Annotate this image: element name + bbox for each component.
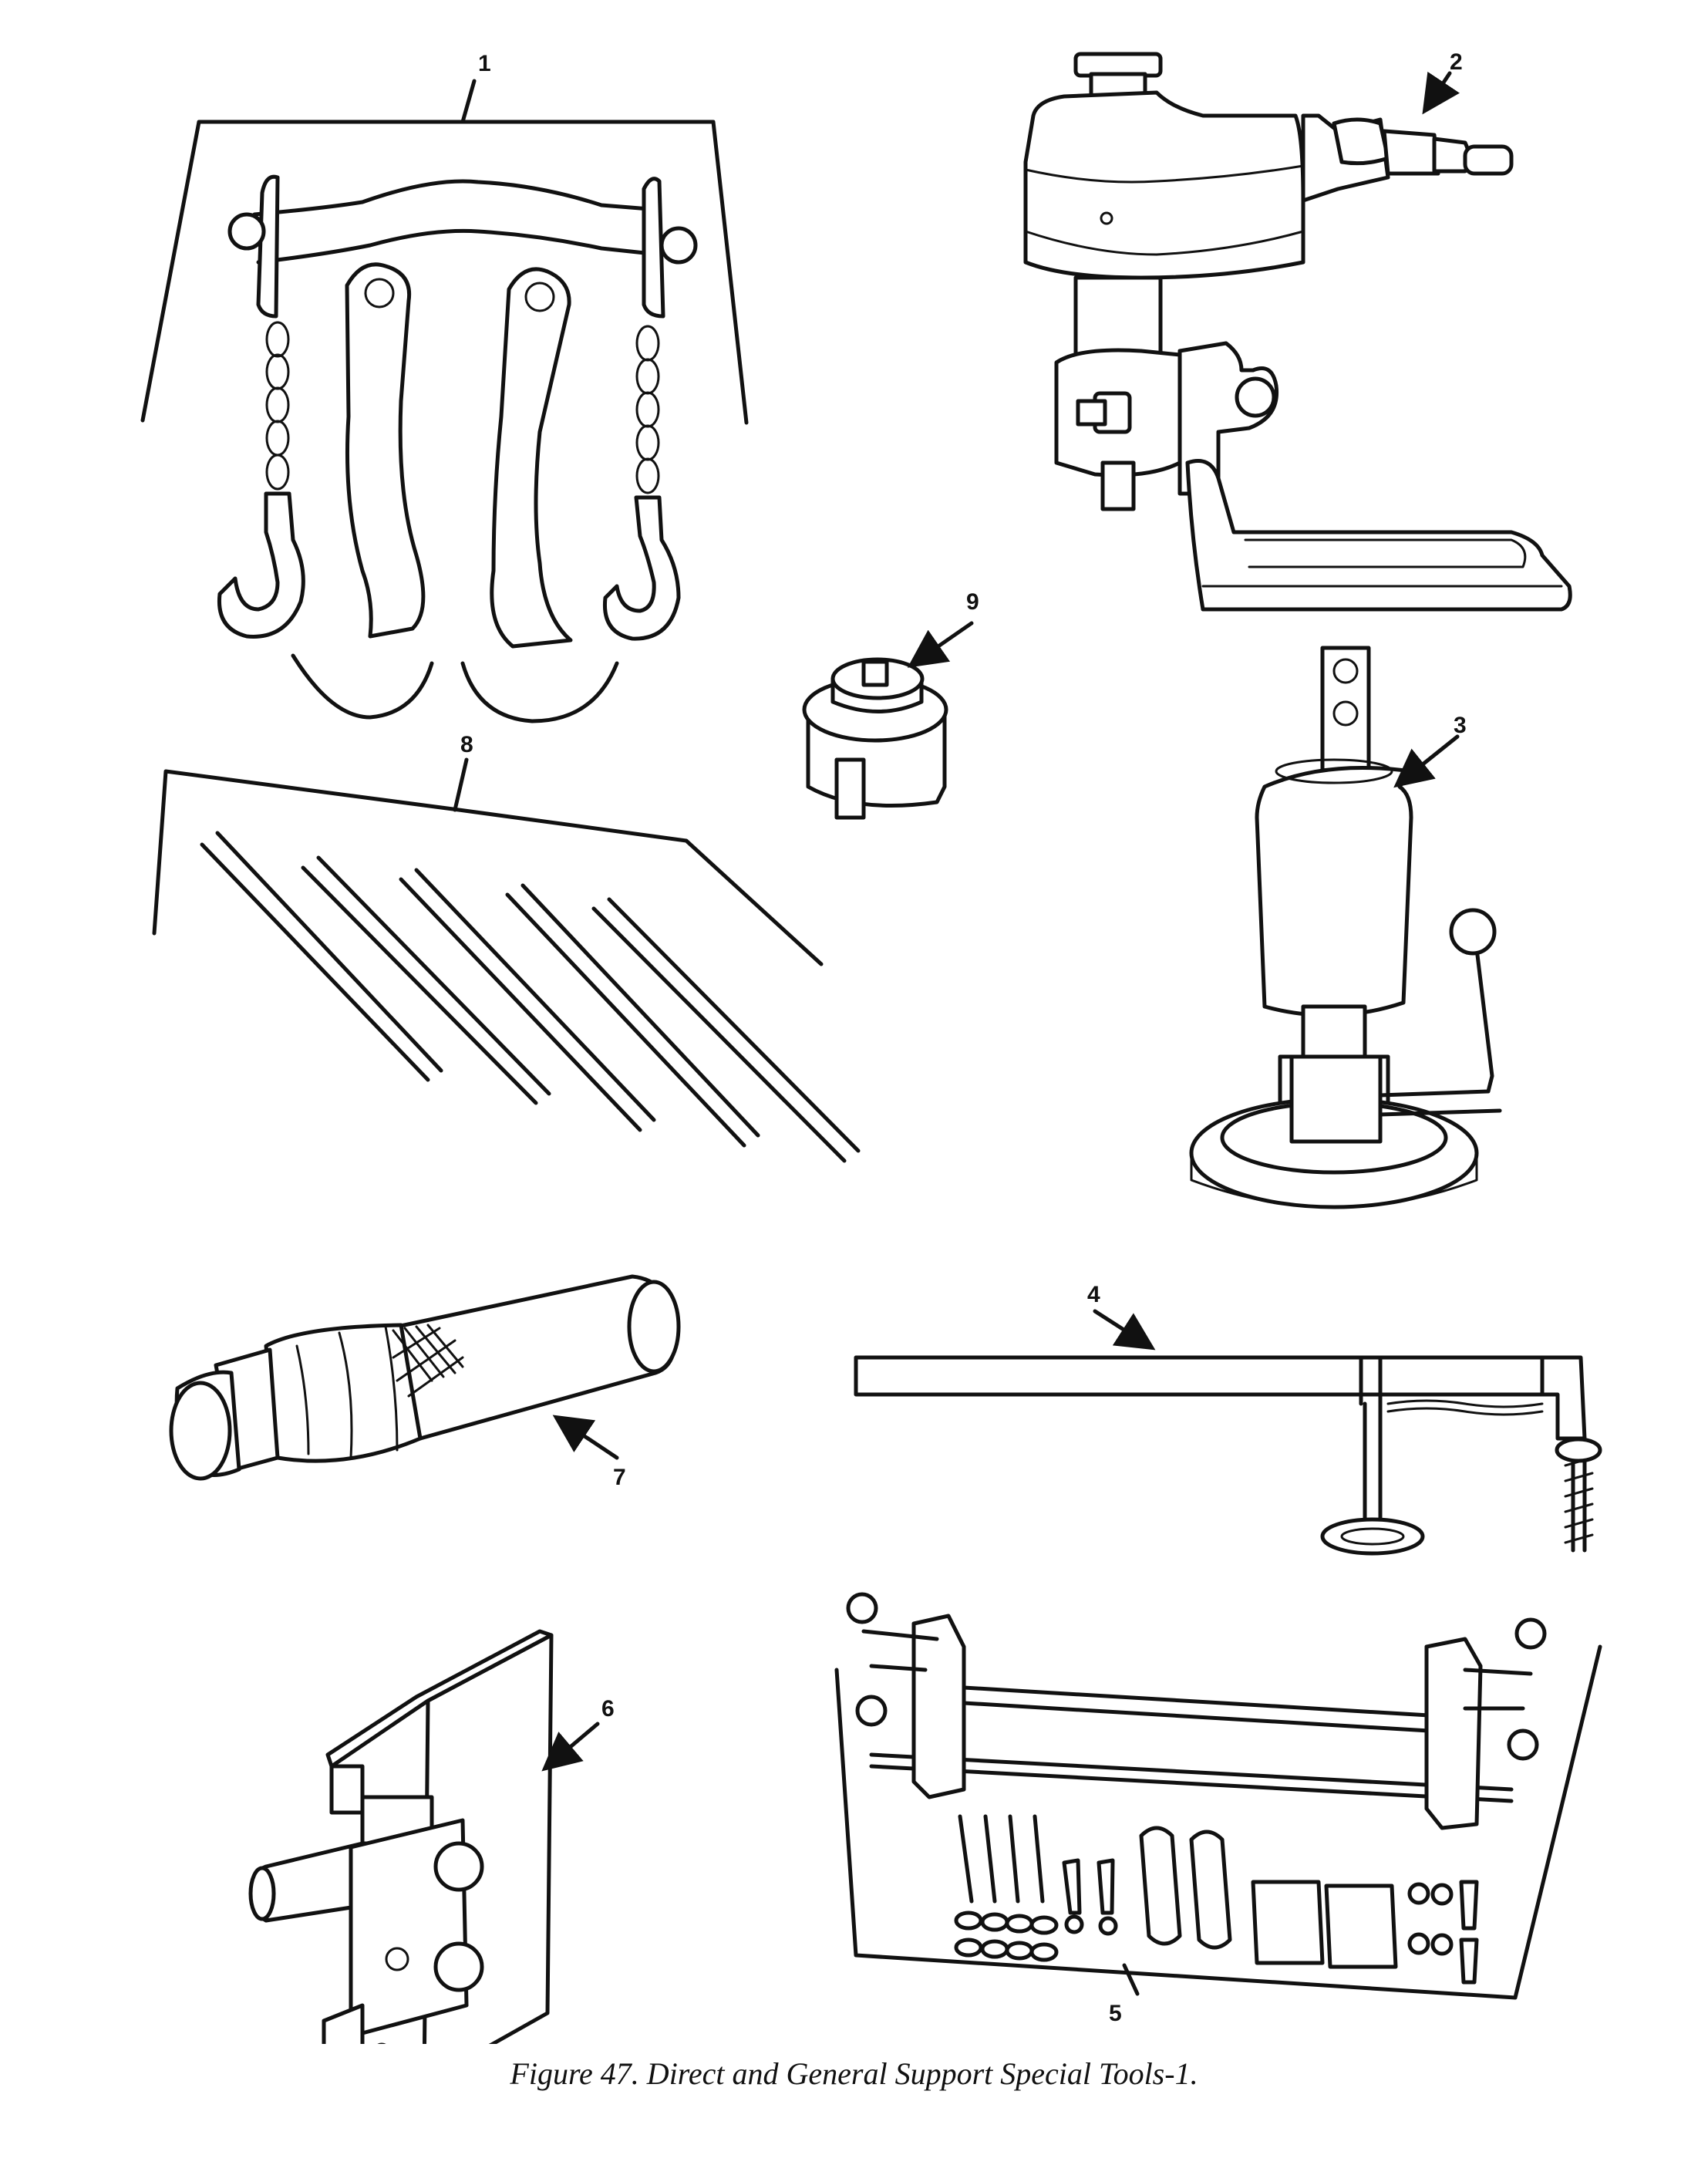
callout-1: 1 bbox=[478, 51, 491, 76]
tool-9-adapter bbox=[802, 621, 974, 820]
tool-7-micrometer bbox=[169, 1274, 681, 1481]
callout-5: 5 bbox=[1109, 2001, 1122, 2026]
tool-1-lifting-sling bbox=[140, 79, 749, 723]
figure-caption: Figure 47. Direct and General Support Sp… bbox=[510, 2056, 1198, 2091]
tools-figure: 1 2 9 bbox=[140, 49, 1602, 2044]
tool-6-fixture-plate bbox=[248, 1629, 600, 2044]
callout-7: 7 bbox=[613, 1465, 626, 1490]
tool-4-bar-clamp bbox=[854, 1309, 1602, 1556]
callout-2: 2 bbox=[1450, 49, 1463, 75]
tool-5-alignment-kit bbox=[834, 1592, 1602, 2000]
callout-3: 3 bbox=[1454, 713, 1467, 738]
tool-8-rod-set bbox=[152, 757, 861, 1163]
tool-2-hydraulic-press bbox=[1023, 52, 1572, 612]
callout-4: 4 bbox=[1087, 1282, 1100, 1307]
callout-6: 6 bbox=[601, 1696, 615, 1722]
callout-9: 9 bbox=[966, 589, 979, 615]
tool-3-hydraulic-jack bbox=[1189, 646, 1502, 1209]
callout-8: 8 bbox=[460, 732, 473, 757]
